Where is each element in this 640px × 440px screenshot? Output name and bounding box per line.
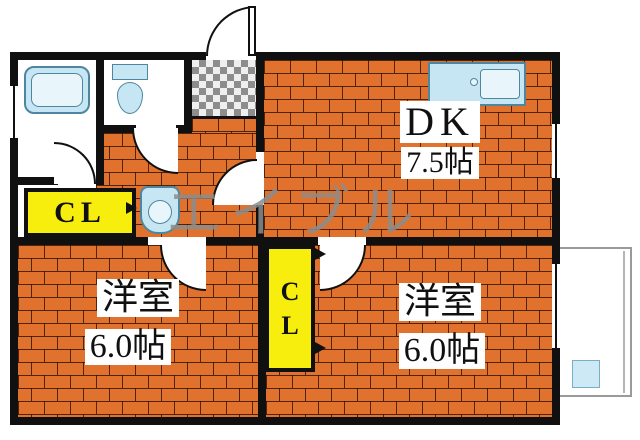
left-room-size-text: 6.0帖: [84, 329, 172, 365]
right-room-size-label: 6.0帖: [372, 332, 512, 370]
bathtub-inner: [31, 73, 83, 107]
bathroom-window: [10, 84, 18, 140]
toilet-bowl-icon: [117, 82, 143, 114]
wall-mid-c: [366, 237, 560, 245]
washbasin-icon: [140, 186, 180, 234]
closet-left-label: CL: [54, 195, 106, 229]
wall-toilet-right: [184, 52, 192, 133]
closet-center-label-top: C: [280, 276, 300, 306]
hallway-floor-strip: [192, 118, 256, 133]
wall-dk-left-upper: [256, 52, 264, 152]
washer-pan-icon: [572, 360, 600, 388]
bathroom-door-arc: [54, 142, 96, 184]
wall-right-b: [552, 180, 560, 262]
kitchen-faucet: [470, 78, 478, 86]
left-room-size-label: 6.0帖: [52, 328, 204, 366]
right-room-size-text: 6.0帖: [398, 333, 486, 369]
closet-left: CL: [24, 188, 136, 237]
balcony-railing: [623, 251, 625, 393]
wall-right-c: [552, 350, 560, 425]
dk-size-text: 7.5帖: [401, 147, 479, 179]
watermark: エイブル: [166, 183, 422, 245]
door-marker-triangle-hall: [126, 202, 137, 214]
washbasin-bowl: [148, 200, 172, 224]
wall-bath-bottom: [10, 177, 58, 185]
wall-right-a: [552, 52, 560, 122]
wall-bottom: [10, 417, 560, 425]
left-room-name-label: 洋室: [70, 276, 206, 318]
toilet-icon: [112, 64, 148, 80]
entrance-step-edge: [192, 116, 256, 119]
dk-name-label: DK: [378, 98, 502, 145]
dk-window: [552, 122, 560, 180]
entrance-door-leaf: [248, 6, 256, 56]
closet-center-label-bottom: L: [281, 310, 299, 340]
wall-mid-a: [10, 237, 148, 245]
bathtub-icon: [24, 66, 90, 114]
closet-center: C L: [265, 245, 315, 372]
kitchen-sink: [480, 69, 520, 99]
wall-toilet-bottom-a: [96, 125, 136, 133]
door-marker-triangle-cl-bottom: [315, 342, 326, 354]
wall-left-lower: [10, 140, 18, 425]
wall-bath-right: [96, 52, 104, 185]
wall-top-left: [10, 52, 206, 60]
wall-top-right: [256, 52, 560, 60]
dk-name-text: DK: [400, 101, 480, 143]
right-room-name-text: 洋室: [398, 282, 481, 321]
entrance-tile: [192, 60, 256, 116]
wall-left-upper: [10, 52, 18, 84]
dk-size-label: 7.5帖: [368, 146, 512, 180]
balcony-sliding-window: [552, 262, 560, 350]
door-marker-triangle-cl-top: [315, 248, 326, 260]
wall-rooms-divider: [258, 237, 266, 425]
left-room-name-text: 洋室: [96, 278, 179, 317]
wall-dk-left-lower: [256, 205, 264, 245]
right-room-name-label: 洋室: [380, 280, 500, 322]
